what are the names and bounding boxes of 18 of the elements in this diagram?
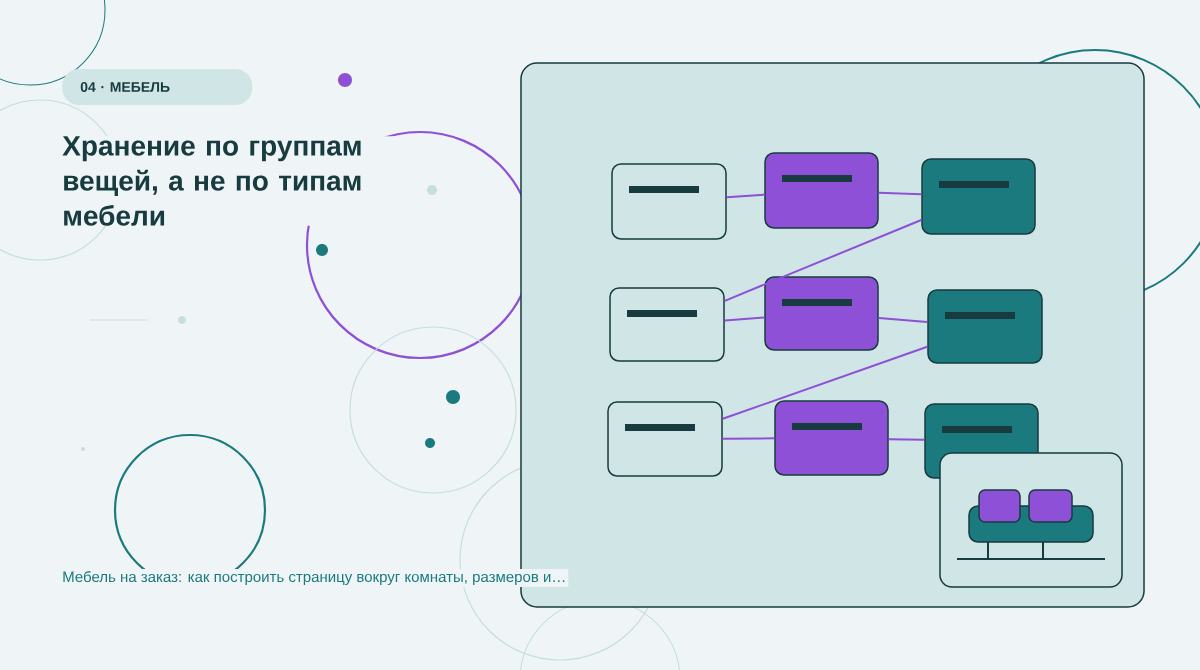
- connector-line: [877, 191, 923, 196]
- connector-line: [723, 316, 766, 322]
- card-box: [927, 289, 1043, 364]
- card-box: [764, 152, 879, 229]
- card-box: [774, 400, 889, 476]
- connector-line: [877, 317, 929, 323]
- connector-line: [723, 219, 923, 302]
- card-box: [609, 287, 725, 362]
- connector-line: [887, 438, 926, 441]
- tag-pill: 04 · МЕБЕЛЬ: [62, 69, 253, 105]
- card-box: [607, 401, 723, 477]
- card-box: [611, 163, 727, 240]
- connector-line: [721, 437, 776, 440]
- card-box: [764, 276, 879, 351]
- connector-line: [721, 345, 929, 420]
- title: Хранение по группам вещей, а не по типам мебели: [62, 136, 423, 226]
- connector-line: [725, 193, 766, 199]
- card-box: [921, 158, 1036, 235]
